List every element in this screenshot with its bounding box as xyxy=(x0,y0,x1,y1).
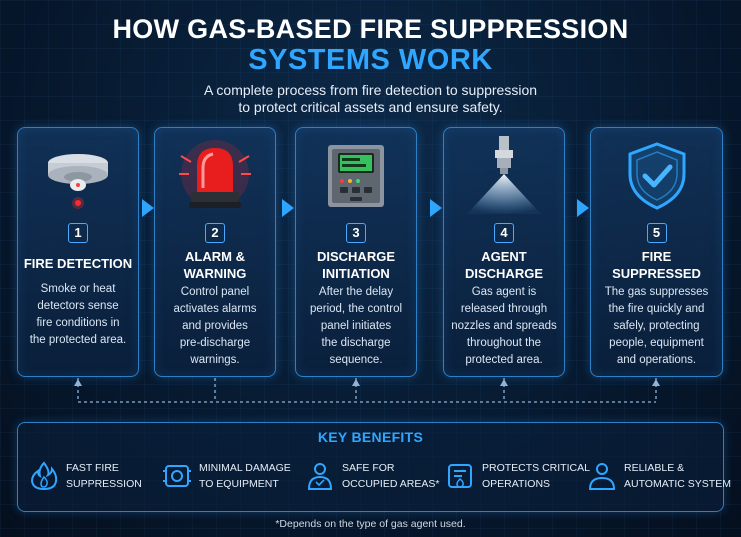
desc-line: detectors sense xyxy=(37,300,119,312)
benefit-label-line: AUTOMATIC SYSTEM xyxy=(624,478,731,490)
desc-line: Control panel xyxy=(180,286,250,298)
desc-line: released through xyxy=(460,303,548,315)
desc-line: the fire quickly and xyxy=(608,303,705,315)
benefit-label: MINIMAL DAMAGE TO EQUIPMENT xyxy=(199,460,291,492)
step-card-4: 4 AGENT DISCHARGE Gas agent is released … xyxy=(443,127,565,377)
benefit-label-line: RELIABLE & xyxy=(624,462,685,474)
benefit-label-line: MINIMAL DAMAGE xyxy=(199,462,291,474)
desc-line: the protected area. xyxy=(29,334,127,346)
step-title-line: ALARM & xyxy=(185,249,245,264)
desc-line: and provides xyxy=(182,320,248,332)
step-title: DISCHARGE INITIATION xyxy=(300,248,412,282)
desc-line: warnings. xyxy=(190,354,240,366)
step-description: Gas agent is released through nozzles an… xyxy=(450,284,558,369)
desc-line: and operations. xyxy=(616,354,697,366)
step-description: Control panel activates alarms and provi… xyxy=(161,284,269,369)
step-title: ALARM & WARNING xyxy=(159,248,271,282)
equipment-icon xyxy=(163,465,191,487)
step-title-line: SUPPRESSED xyxy=(612,266,701,281)
step-number: 2 xyxy=(205,223,225,243)
desc-line: people, equipment xyxy=(609,337,704,349)
desc-line: safely, protecting xyxy=(613,320,700,332)
page-title-line-2: SYSTEMS WORK xyxy=(248,44,493,76)
arrow-right-icon xyxy=(577,199,589,217)
step-card-3: 3 DISCHARGE INITIATION After the delay p… xyxy=(295,127,417,377)
desc-line: protected area. xyxy=(465,354,543,366)
arrow-right-icon xyxy=(430,199,442,217)
desc-line: throughout the xyxy=(466,337,542,349)
subtitle-line-1: A complete process from fire detection t… xyxy=(203,82,538,98)
process-steps: 1 FIRE DETECTION Smoke or heat detectors… xyxy=(0,127,741,379)
desc-line: fire conditions in xyxy=(36,317,120,329)
control-panel-icon xyxy=(296,136,416,216)
step-number: 5 xyxy=(646,223,667,243)
step-card-2: 2 ALARM & WARNING Control panel activate… xyxy=(154,127,276,377)
subtitle-line-2: to protect critical assets and ensure sa… xyxy=(238,99,503,115)
benefit-fast-suppression: FAST FIRE SUPPRESSION xyxy=(30,459,142,493)
page-title-line-1: HOW GAS-BASED FIRE SUPPRESSION xyxy=(112,14,629,44)
step-title-line: DISCHARGE xyxy=(464,266,543,281)
benefit-reliable-automatic: RELIABLE & AUTOMATIC SYSTEM xyxy=(588,459,731,493)
step-number: 3 xyxy=(346,223,366,243)
footnote: *Depends on the type of gas agent used. xyxy=(275,518,466,530)
step-title-line: WARNING xyxy=(183,266,247,281)
desc-line: sequence. xyxy=(329,354,383,366)
benefit-label-line: TO EQUIPMENT xyxy=(199,478,279,490)
desc-line: Smoke or heat xyxy=(40,283,116,295)
benefit-label: SAFE FOR OCCUPIED AREAS* xyxy=(342,460,439,492)
desc-line: pre-discharge xyxy=(179,337,251,349)
benefit-label-line: OCCUPIED AREAS* xyxy=(342,478,440,490)
benefit-protects-operations: PROTECTS CRITICAL OPERATIONS xyxy=(446,459,590,493)
step-number: 1 xyxy=(68,223,88,243)
step-card-1: 1 FIRE DETECTION Smoke or heat detectors… xyxy=(17,127,139,377)
smoke-detector-icon xyxy=(18,136,138,216)
step-title-line: INITIATION xyxy=(322,266,390,281)
benefits-title: KEY BENEFITS xyxy=(317,429,424,445)
spray-nozzle-icon xyxy=(444,136,564,216)
step-title-line: FIRE DETECTION xyxy=(23,256,133,271)
step-title-line: AGENT xyxy=(481,249,527,264)
desc-line: After the delay xyxy=(318,286,394,298)
user-check-icon xyxy=(588,463,616,490)
step-number: 4 xyxy=(494,223,514,243)
benefit-label-line: PROTECTS CRITICAL xyxy=(482,462,590,474)
server-icon xyxy=(448,464,472,488)
alarm-beacon-icon xyxy=(155,136,275,216)
desc-line: nozzles and spreads xyxy=(451,320,557,332)
desc-line: the discharge xyxy=(321,337,391,349)
benefit-label-line: SUPPRESSION xyxy=(66,478,142,490)
benefit-label: PROTECTS CRITICAL OPERATIONS xyxy=(482,460,590,492)
benefit-label: RELIABLE & AUTOMATIC SYSTEM xyxy=(624,460,731,492)
desc-line: period, the control xyxy=(309,303,403,315)
person-icon xyxy=(307,463,333,490)
benefit-label-line: SAFE FOR xyxy=(342,462,395,474)
step-description: Smoke or heat detectors sense fire condi… xyxy=(24,281,132,349)
benefit-minimal-damage: MINIMAL DAMAGE TO EQUIPMENT xyxy=(163,459,291,493)
desc-line: panel initiates xyxy=(320,320,392,332)
step-title-line: DISCHARGE xyxy=(316,249,395,264)
step-title-line: FIRE xyxy=(641,249,672,264)
arrow-right-icon xyxy=(142,199,154,217)
step-description: The gas suppresses the fire quickly and … xyxy=(597,284,716,369)
benefit-label-line: OPERATIONS xyxy=(482,478,551,490)
arrow-right-icon xyxy=(282,199,294,217)
desc-line: activates alarms xyxy=(173,303,257,315)
step-title: AGENT DISCHARGE xyxy=(448,248,560,282)
benefit-label: FAST FIRE SUPPRESSION xyxy=(66,460,142,492)
desc-line: The gas suppresses xyxy=(604,286,709,298)
key-benefits-panel: KEY BENEFITS FAST FIRE SUPPRESSION MINIM… xyxy=(17,422,731,512)
desc-line: Gas agent is xyxy=(471,286,537,298)
step-description: After the delay period, the control pane… xyxy=(302,284,410,369)
flame-icon xyxy=(30,461,58,491)
feedback-loop-connector xyxy=(74,378,660,403)
page-subtitle: A complete process from fire detection t… xyxy=(0,82,741,116)
step-title: FIRE DETECTION xyxy=(22,255,134,272)
shield-check-icon xyxy=(591,136,722,216)
benefit-label-line: FAST FIRE xyxy=(66,462,119,474)
step-title: FIRE SUPPRESSED xyxy=(595,248,718,282)
benefit-safe-occupied: SAFE FOR OCCUPIED AREAS* xyxy=(306,459,439,493)
step-card-5: 5 FIRE SUPPRESSED The gas suppresses the… xyxy=(590,127,723,377)
